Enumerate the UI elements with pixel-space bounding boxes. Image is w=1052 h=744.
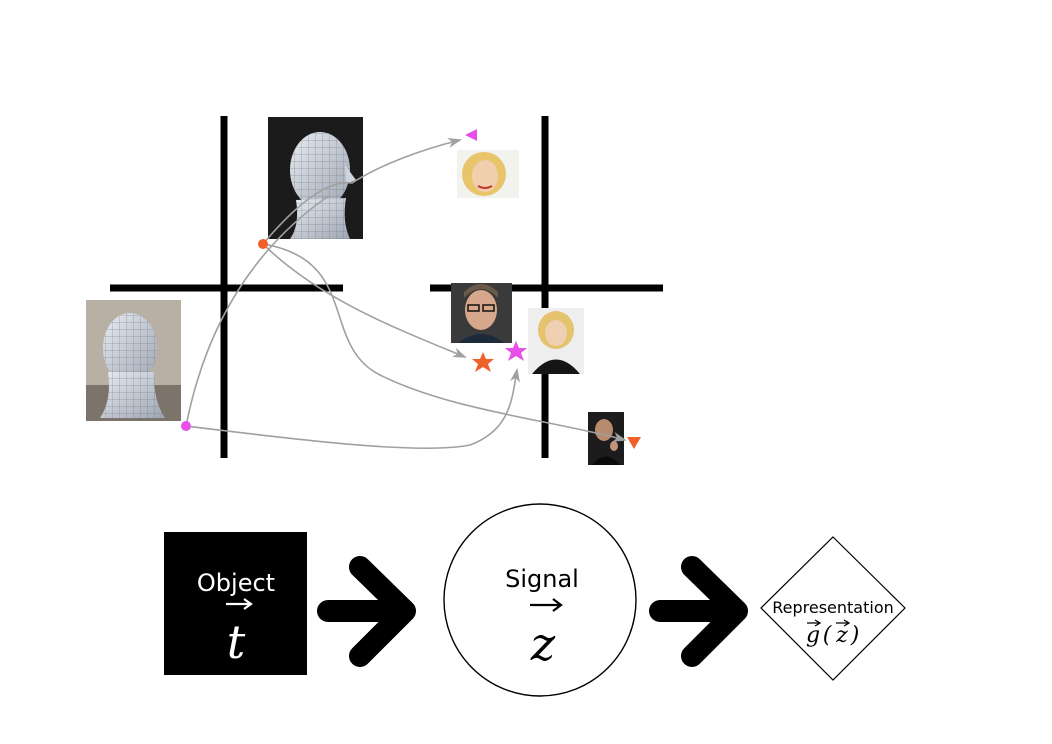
object-vector-arrow	[226, 598, 253, 610]
arrow-orange-dot-to-pink-triangle	[262, 138, 462, 245]
wireframe-head-image-left	[86, 300, 181, 421]
wireframe-head-image-top	[268, 117, 363, 239]
signal-vector-arrow	[530, 598, 563, 612]
arrow-pink-dot-to-pink-star	[185, 368, 520, 450]
object-symbol: t	[227, 615, 246, 669]
left-space-axes	[110, 116, 343, 458]
signal-symbol: z	[530, 617, 556, 671]
object-box: Object t	[164, 532, 307, 675]
mapping-arrows	[185, 138, 627, 450]
representation-label: Representation	[772, 598, 894, 617]
arrow-orange-dot-to-orange-star	[262, 243, 467, 358]
arrow-pink-dot-upward	[185, 194, 331, 427]
representation-g-vector-arrow	[807, 619, 822, 627]
arrow-orange-dot-to-orange-triangle	[262, 243, 627, 442]
pipeline-arrow-1	[317, 556, 416, 667]
representation-close-paren: )	[850, 623, 860, 648]
representation-open-paren: (	[823, 623, 832, 648]
pipeline-arrow-2	[649, 556, 748, 667]
signal-circle: Signal z	[443, 503, 637, 697]
orange-circle-marker	[258, 239, 268, 249]
pink-star-marker	[505, 341, 527, 361]
man-with-glasses-photo	[451, 283, 512, 343]
blonde-woman-dark-outfit-photo	[528, 308, 584, 374]
representation-diamond: Representation g ( z )	[760, 536, 906, 681]
orange-triangle-down-marker	[627, 437, 641, 449]
pink-triangle-marker	[465, 129, 477, 141]
representation-symbol-g: g	[806, 623, 820, 648]
representation-z-vector-arrow	[836, 619, 851, 627]
markers	[181, 129, 641, 449]
signal-label: Signal	[505, 565, 579, 593]
orange-star-marker	[472, 352, 494, 372]
object-label: Object	[197, 569, 275, 597]
representation-symbol-z: z	[835, 623, 848, 648]
blonde-woman-smiling-photo	[457, 150, 519, 198]
pink-circle-marker	[181, 421, 191, 431]
